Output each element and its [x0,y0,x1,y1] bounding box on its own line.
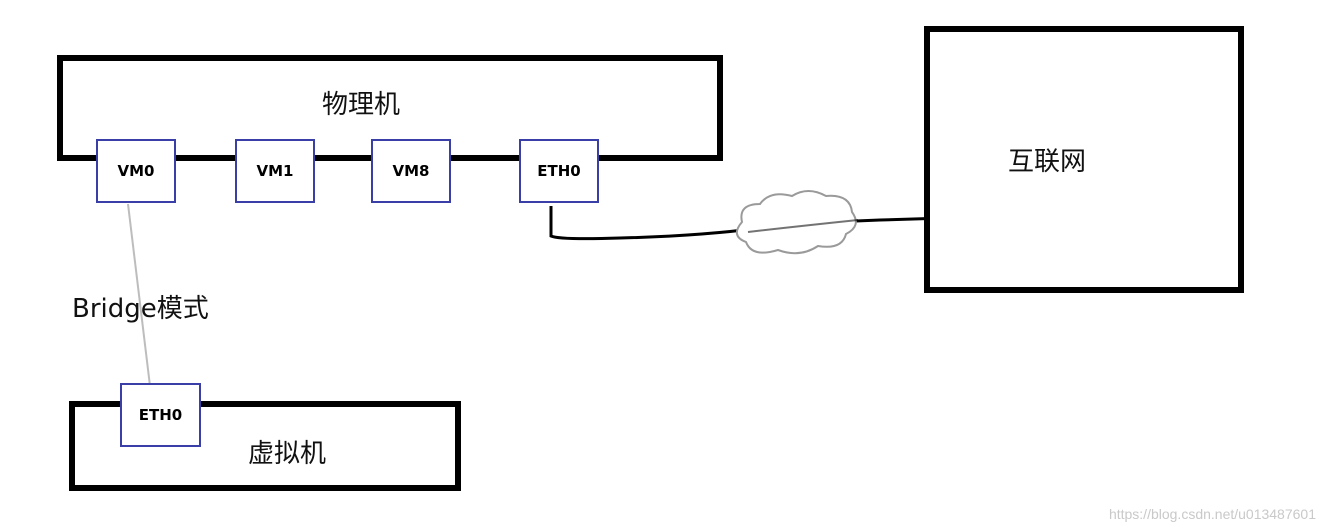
port-vm1: VM1 [235,139,315,203]
port-vm0: VM0 [96,139,176,203]
bridge-mode-label: Bridge模式 [72,294,209,324]
port-vm8: VM8 [371,139,451,203]
bridge-link-line [127,203,151,387]
port-vm-eth0: ETH0 [120,383,201,447]
cloud-cable-over [747,219,859,233]
port-host-eth0: ETH0 [519,139,599,203]
physical-host-label: 物理机 [322,90,401,120]
internet-box [924,26,1244,293]
cloud-icon [735,190,857,255]
internet-label: 互联网 [1008,147,1087,177]
watermark-text: https://blog.csdn.net/u013487601 [1108,506,1316,522]
virtual-machine-label: 虚拟机 [248,439,327,469]
